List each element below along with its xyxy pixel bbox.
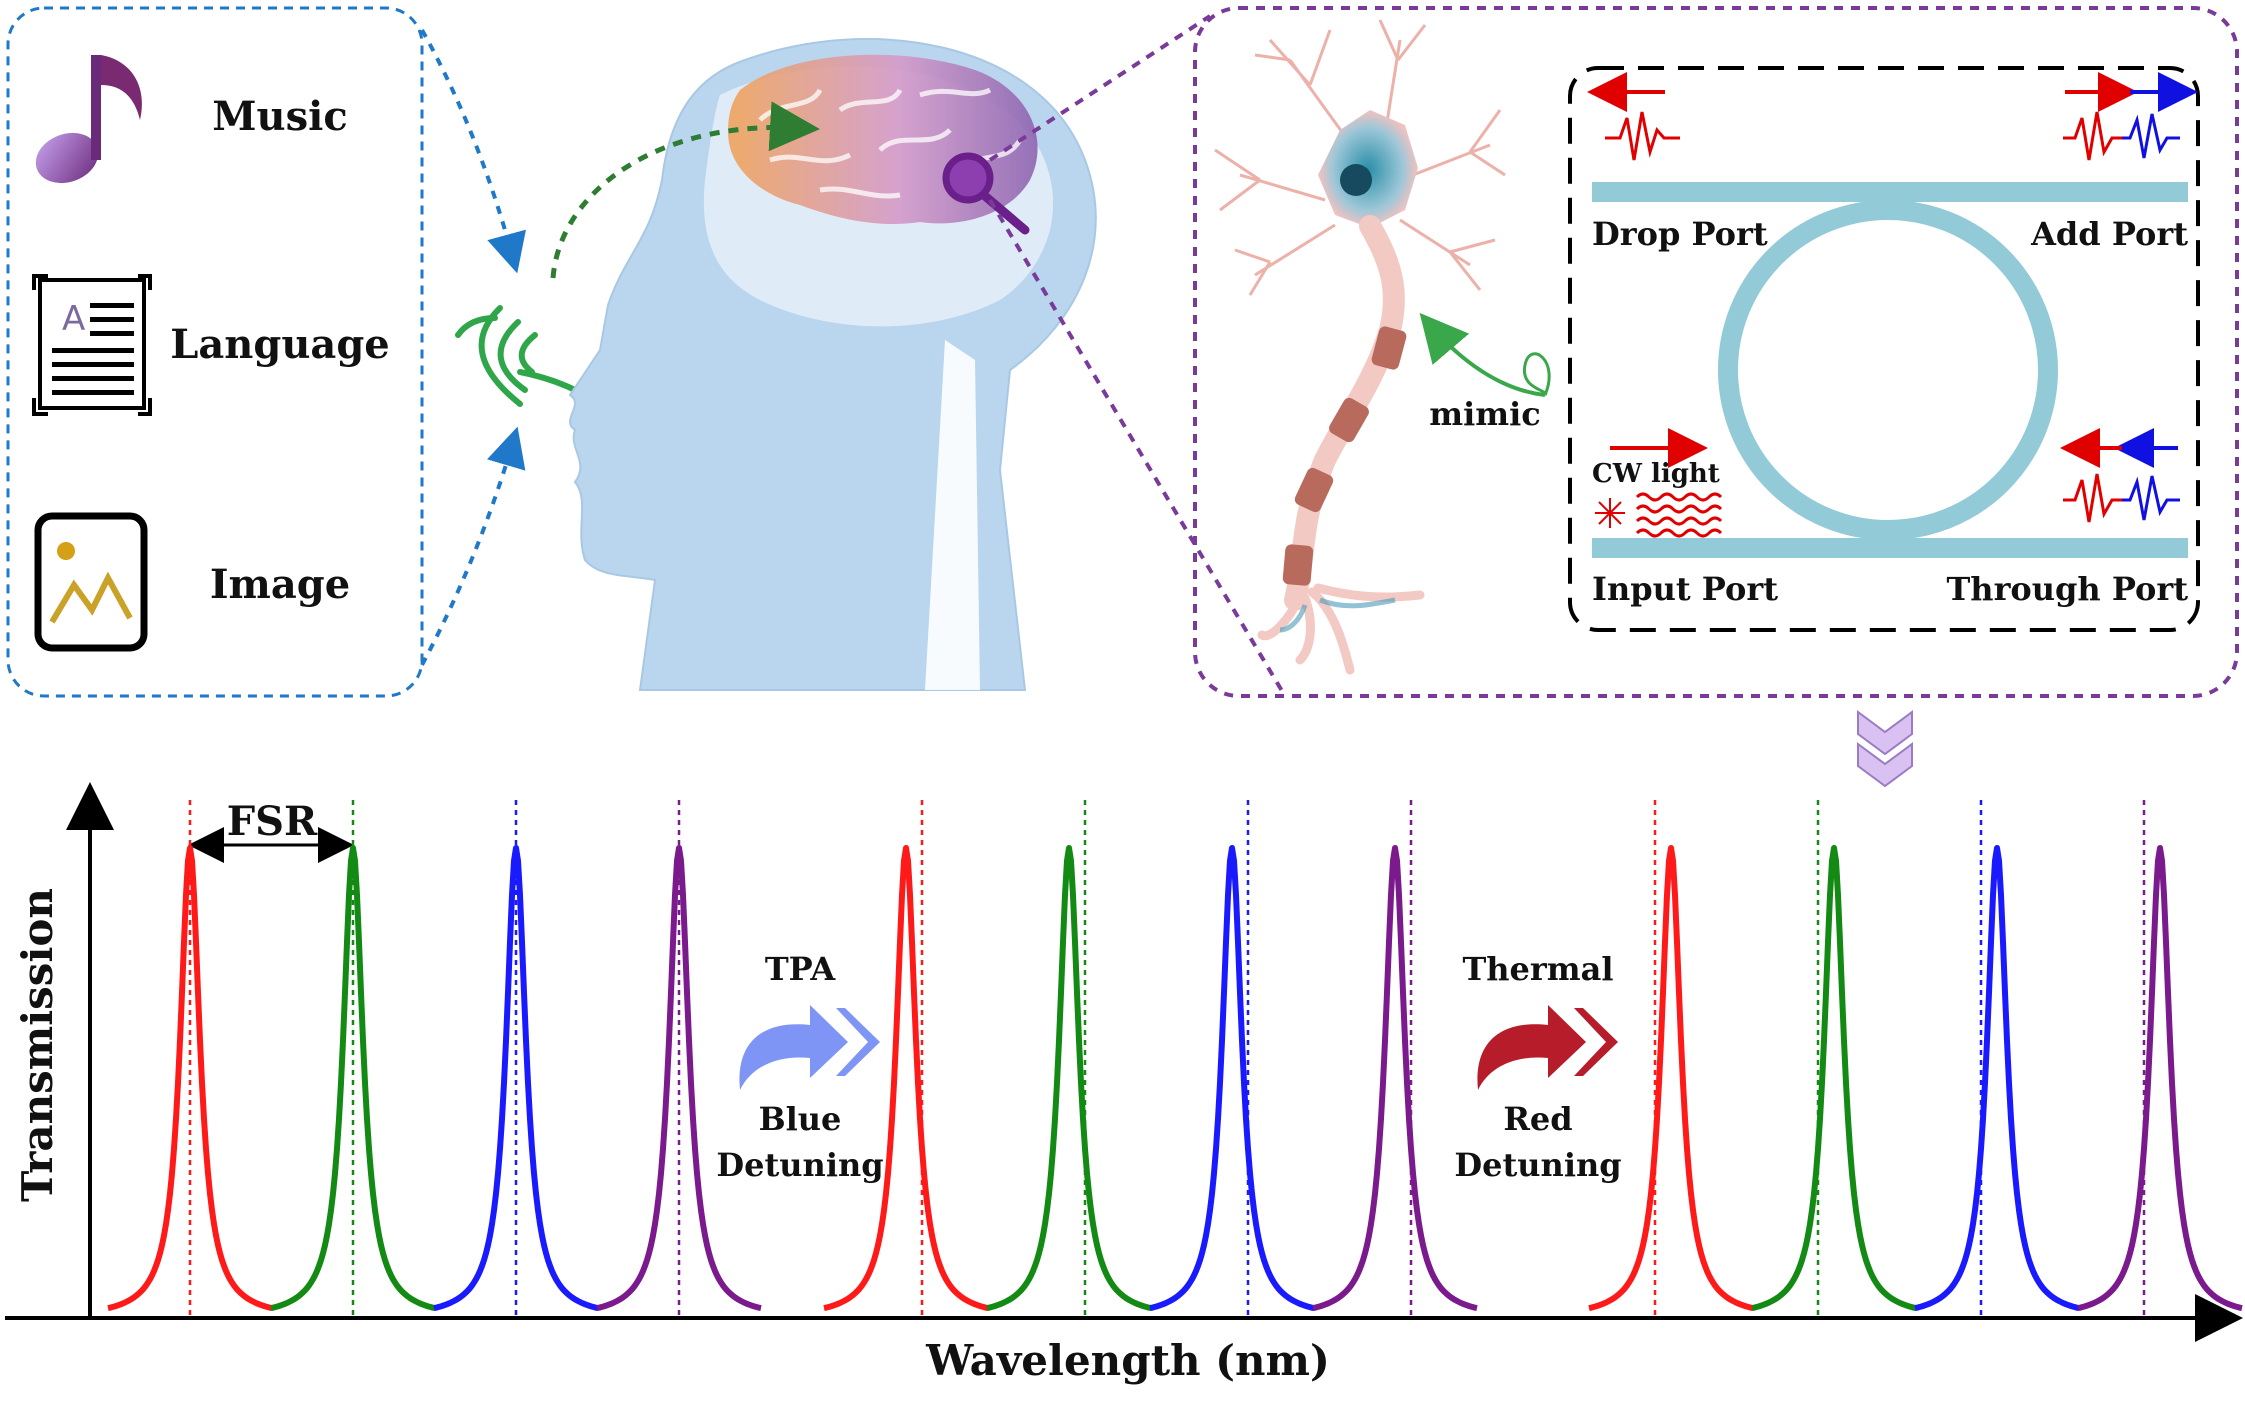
drop-port-label: Drop Port: [1592, 215, 1768, 253]
input-port-label: Input Port: [1592, 570, 1778, 608]
resonance-peak: [1914, 845, 2080, 1312]
thermal-label: Thermal: [1462, 950, 1613, 988]
microring-resonator: Drop Port Add Port Input Port Through Po…: [1568, 66, 2200, 632]
resonance-peak: [823, 845, 989, 1312]
drop-port-pulse: [1605, 111, 1680, 161]
tpa-label: TPA: [765, 950, 837, 988]
resonance-peak: [1588, 845, 1754, 1312]
neuron-ring-panel: mimic Drop Port Add Port Input Port Thro…: [1193, 6, 2239, 698]
through-port-label: Through Port: [1946, 570, 2188, 608]
image-icon: [34, 512, 148, 652]
arrow-ear-to-brain: [550, 101, 820, 279]
resonance-peak: [107, 845, 273, 1312]
red-detuning-line1: Red: [1503, 1100, 1572, 1138]
cw-light-label: CW light: [1592, 459, 1720, 489]
thermal-effect: Thermal Red Detuning: [1454, 950, 1621, 1184]
blue-detuning-line1: Blue: [759, 1100, 842, 1138]
input-label-language: Language: [170, 321, 390, 368]
y-axis-label: Transmission: [13, 888, 62, 1202]
reference-lines: [188, 800, 2146, 1318]
spectrum-chart: Transmission Wavelength (nm) FSR TPA Blu…: [5, 782, 2243, 1385]
resonance-peak: [596, 845, 762, 1312]
input-panel: Music A Language Image: [6, 6, 424, 698]
cw-wave-lines: [1635, 492, 1723, 538]
brain-icon: [728, 54, 1038, 235]
resonance-peak: [1312, 845, 1478, 1312]
resonance-peak: [270, 845, 436, 1312]
neuron-icon: [1214, 19, 1506, 675]
resonance-peak: [433, 845, 599, 1312]
sound-wave-icon: [455, 305, 593, 407]
arrow-top-to-ear: [420, 29, 526, 274]
zoom-line-bottom: [988, 198, 1287, 698]
mimic-label: mimic: [1429, 395, 1541, 433]
input-panel-border: [6, 6, 424, 698]
input-label-image: Image: [210, 561, 350, 608]
ring-box-border: [1568, 66, 2200, 632]
ring-resonator: [1718, 200, 2058, 540]
magnifier-icon: [942, 152, 994, 204]
through-port-pulse-blue: [2122, 475, 2180, 521]
red-detuning-line2: Detuning: [1454, 1146, 1621, 1184]
resonance-peak: [2077, 845, 2243, 1312]
add-port-pulse-red: [2063, 111, 2122, 161]
resonance-peak: [986, 845, 1152, 1312]
laser-icon: [1595, 498, 1625, 528]
resonance-peaks: [107, 845, 2243, 1312]
drop-bus-waveguide: [1592, 182, 2188, 202]
mimic-arrow: [1419, 312, 1546, 397]
input-bus-waveguide: [1592, 538, 2188, 558]
music-note-icon: [35, 55, 142, 184]
arrow-bottom-to-ear: [420, 426, 526, 666]
input-label-music: Music: [212, 93, 347, 140]
blue-detuning-line2: Detuning: [716, 1146, 883, 1184]
fsr-label: FSR: [227, 798, 318, 845]
mimic-curl: [1523, 352, 1551, 397]
through-port-pulse-red: [2063, 473, 2122, 523]
resonance-peak: [1149, 845, 1315, 1312]
resonance-peak: [1751, 845, 1917, 1312]
svg-text:A: A: [62, 299, 85, 339]
red-shift-arrow-icon: [1477, 1005, 1618, 1090]
blue-shift-arrow-icon: [739, 1005, 880, 1090]
chevron-down-icon: [1857, 710, 1913, 788]
document-icon: A: [32, 274, 152, 416]
tpa-effect: TPA Blue Detuning: [716, 950, 883, 1184]
add-port-pulse-blue: [2122, 113, 2180, 159]
add-port-label: Add Port: [2030, 215, 2188, 253]
neuron-panel-border: [1193, 6, 2239, 698]
x-axis-label: Wavelength (nm): [925, 1336, 1330, 1385]
